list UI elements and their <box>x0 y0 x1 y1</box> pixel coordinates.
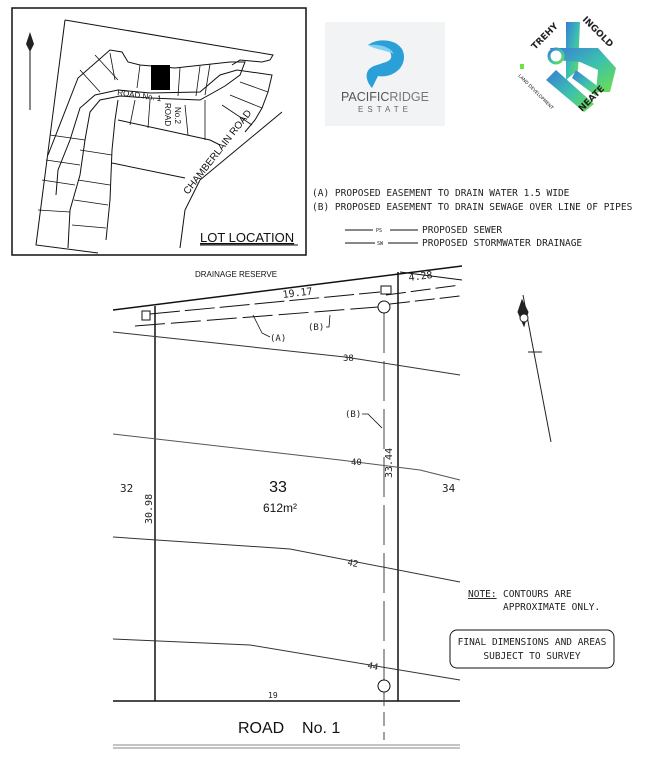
road-no1-label: ROAD No. 1 <box>238 720 340 737</box>
svg-text:TREHY: TREHY <box>530 21 561 52</box>
contour-44: 44 <box>366 661 379 673</box>
svg-text:SUBJECT TO SURVEY: SUBJECT TO SURVEY <box>483 651 581 662</box>
svg-text:CONTOURS ARE: CONTOURS ARE <box>503 589 572 600</box>
lot-area: 612m² <box>263 501 297 515</box>
contour-42: 42 <box>346 558 359 570</box>
note-label: NOTE: <box>468 589 497 600</box>
inset-road-no2-label: ROAD <box>163 103 172 126</box>
dim-top: 19.17 <box>282 286 313 301</box>
lot-location-title: LOT LOCATION <box>200 230 294 245</box>
inset-north-arrow-icon <box>26 32 34 52</box>
svg-text:SW: SW <box>377 241 384 247</box>
highlighted-lot <box>151 65 170 90</box>
notes: NOTE: CONTOURS ARE APPROXIMATE ONLY. FIN… <box>449 589 615 669</box>
inset-chamberlain-road-label: CHAMBERLAIN ROAD <box>182 108 255 197</box>
svg-text:APPROXIMATE ONLY.: APPROXIMATE ONLY. <box>503 602 600 613</box>
contour-40: 40 <box>351 458 362 468</box>
trehy-ingold-neate-logo: TREHY INGOLD NEATE LAND DEVELOPMENT <box>517 15 616 114</box>
svg-text:PACIFICRIDGE: PACIFICRIDGE <box>341 90 429 104</box>
legend-stormwater-label: PROPOSED STORMWATER DRAINAGE <box>422 238 582 249</box>
svg-text:ESTATE: ESTATE <box>358 105 412 114</box>
sewer-pipe-a <box>134 306 379 327</box>
lot-32-label: 32 <box>120 482 133 495</box>
plan-labels: DRAINAGE RESERVE 19.17 4.28 (A) (B) (B) … <box>120 270 456 737</box>
survey-note-box <box>449 629 615 669</box>
svg-text:FINAL DIMENSIONS AND AREAS: FINAL DIMENSIONS AND AREAS <box>458 637 607 648</box>
dim-bottom: 19 <box>268 691 278 700</box>
pacific-ridge-logo: PACIFICRIDGE ESTATE <box>325 22 445 126</box>
dim-top-right: 4.28 <box>408 270 433 284</box>
label-b: (B) <box>308 323 324 333</box>
main-plan <box>112 265 463 749</box>
manhole-icon <box>377 679 391 693</box>
pit-icon <box>141 310 151 321</box>
contour-38: 38 <box>343 354 354 364</box>
reserve-boundary <box>112 265 463 311</box>
dim-left: 30.98 <box>144 494 155 524</box>
inset-road-no1-label: ROAD No. 1 <box>117 88 163 103</box>
stormwater-pipe <box>149 291 381 315</box>
svg-text:PS: PS <box>376 228 382 234</box>
label-b-vertical: (B) <box>345 410 361 420</box>
manhole-icon <box>377 300 391 314</box>
legend-sewer-label: PROPOSED SEWER <box>422 225 502 236</box>
legend-note-b: (B) PROPOSED EASEMENT TO DRAIN SEWAGE OV… <box>312 202 633 213</box>
inset-road-no2-label-b: No.2 <box>173 107 182 124</box>
north-arrow-icon <box>517 294 552 443</box>
dim-right: 33.44 <box>384 448 395 478</box>
drainage-reserve-label: DRAINAGE RESERVE <box>195 270 277 279</box>
legend-note-a: (A) PROPOSED EASEMENT TO DRAIN WATER 1.5… <box>312 188 570 199</box>
label-a: (A) <box>270 334 286 344</box>
lot-34-label: 34 <box>442 482 456 495</box>
legend: (A) PROPOSED EASEMENT TO DRAIN WATER 1.5… <box>312 188 633 249</box>
lot-number: 33 <box>269 479 287 496</box>
svg-text:INGOLD: INGOLD <box>580 15 615 50</box>
pit-icon <box>380 285 392 295</box>
lot-location-inset <box>11 7 307 256</box>
